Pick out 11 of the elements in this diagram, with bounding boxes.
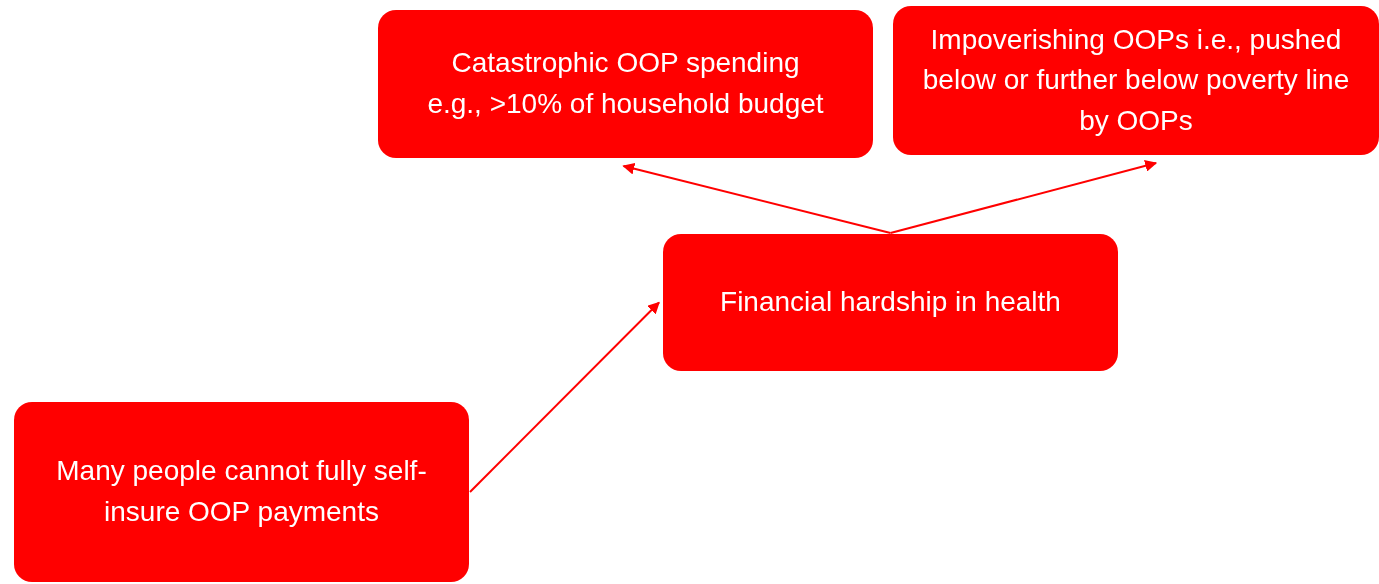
arrow bbox=[622, 162, 892, 234]
process-box bbox=[663, 234, 1118, 371]
process-box bbox=[14, 402, 469, 582]
node-label: Financial hardship in health bbox=[720, 285, 1061, 320]
node-label: Catastrophic OOP spending e.g., >10% of household budget bbox=[426, 46, 825, 121]
node-label: Impoverishing OOPs i.e., pushed below or further below poverty line by OOPs bbox=[921, 22, 1351, 138]
arrow bbox=[889, 159, 1158, 234]
process-box bbox=[893, 6, 1379, 155]
arrow bbox=[469, 301, 660, 493]
node-label: Many people cannot fully self-insure OOP payments bbox=[55, 454, 428, 529]
process-box bbox=[378, 10, 873, 158]
